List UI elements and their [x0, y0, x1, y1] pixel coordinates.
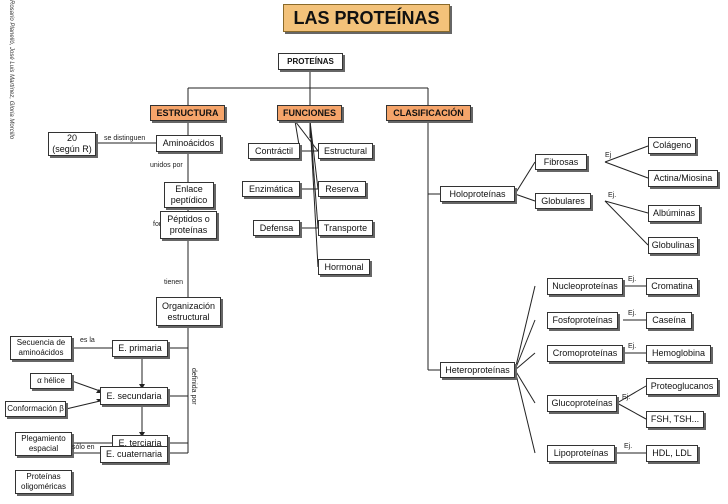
node-heteroproteinas: Heteroproteínas — [440, 362, 515, 378]
node-funcion-transporte: Transporte — [318, 220, 373, 236]
example-albuminas: Albúminas — [648, 205, 700, 222]
example-globulinas: Globulinas — [648, 237, 698, 254]
node-funcion-estructural: Estructural — [318, 143, 373, 159]
node-organizacion: Organización estructural — [156, 297, 221, 326]
category-clasificacion: CLASIFICACIÓN — [386, 105, 471, 121]
node-e-primaria: E. primaria — [112, 340, 168, 357]
author-credit: Rosario Planelló, José Luis Martínez, Gl… — [8, 0, 14, 140]
label-ej-cromo: Ej. — [628, 343, 637, 350]
node-nucleoproteinas: Nucleoproteínas — [547, 278, 623, 295]
node-conformacion-beta: Conformación β — [5, 401, 66, 417]
node-20-aminoacids: 20 (según R) — [48, 132, 96, 156]
node-enlace-peptidico: Enlace peptídico — [164, 182, 214, 208]
example-hdl-ldl: HDL, LDL — [646, 445, 698, 462]
node-e-secundaria: E. secundaria — [100, 387, 168, 405]
label-ej-fibrosas: Ej — [605, 152, 612, 159]
label-ej-gluco: Ej. — [622, 394, 631, 401]
page-title: LAS PROTEÍNAS — [283, 4, 450, 32]
label-unidos-por: unidos por — [150, 162, 183, 169]
example-cromatina: Cromatina — [646, 278, 698, 295]
node-e-cuaternaria: E. cuaternaria — [100, 446, 168, 463]
label-ej-globulares: Ej. — [608, 192, 617, 199]
node-cromoproteinas: Cromoproteínas — [547, 345, 623, 362]
label-ej-nucleo: Ej. — [628, 276, 637, 283]
example-proteoglucanos: Proteoglucanos — [646, 378, 718, 395]
node-proteinas-oligomericas: Proteínas oligoméricas — [15, 470, 72, 494]
node-fibrosas: Fibrosas — [535, 154, 587, 170]
node-plegamiento: Plegamiento espacial — [15, 432, 72, 456]
node-holoproteinas: Holoproteínas — [440, 186, 515, 202]
node-funcion-defensa: Defensa — [253, 220, 300, 236]
example-actina-miosina: Actina/Miosina — [648, 170, 718, 187]
label-ej-fosfo: Ej. — [628, 310, 637, 317]
node-alfa-helice: α hélice — [30, 373, 72, 389]
category-funciones: FUNCIONES — [277, 105, 342, 121]
example-hemoglobina: Hemoglobina — [646, 345, 711, 362]
example-colageno: Colágeno — [648, 137, 696, 154]
node-fosfoproteinas: Fosfoproteínas — [547, 312, 618, 329]
node-lipoproteinas: Lipoproteínas — [547, 445, 615, 462]
node-funcion-reserva: Reserva — [318, 181, 366, 197]
example-fsh-tsh: FSH, TSH... — [646, 411, 704, 428]
label-definida-por: definida por — [190, 368, 197, 405]
node-peptidos: Péptidos o proteínas — [160, 211, 217, 239]
node-funcion-enzimatica: Enzimática — [242, 181, 300, 197]
root-node: PROTEÍNAS — [278, 53, 343, 70]
category-estructura: ESTRUCTURA — [150, 105, 225, 121]
node-secuencia: Secuencia de aminoácidos — [10, 336, 72, 360]
label-es-la: es la — [80, 337, 95, 344]
label-se-distinguen: se distinguen — [104, 135, 146, 142]
node-aminoacidos: Aminoácidos — [156, 135, 221, 152]
label-tienen: tienen — [164, 279, 184, 286]
label-ej-lipo: Ej. — [624, 443, 633, 450]
node-funcion-contractil: Contráctil — [248, 143, 300, 159]
node-globulares: Globulares — [535, 193, 591, 209]
label-solo-en: sólo en — [72, 444, 95, 451]
node-glucoproteinas: Glucoproteínas — [547, 395, 617, 412]
example-caseina: Caseína — [646, 312, 692, 329]
node-funcion-hormonal: Hormonal — [318, 259, 370, 275]
